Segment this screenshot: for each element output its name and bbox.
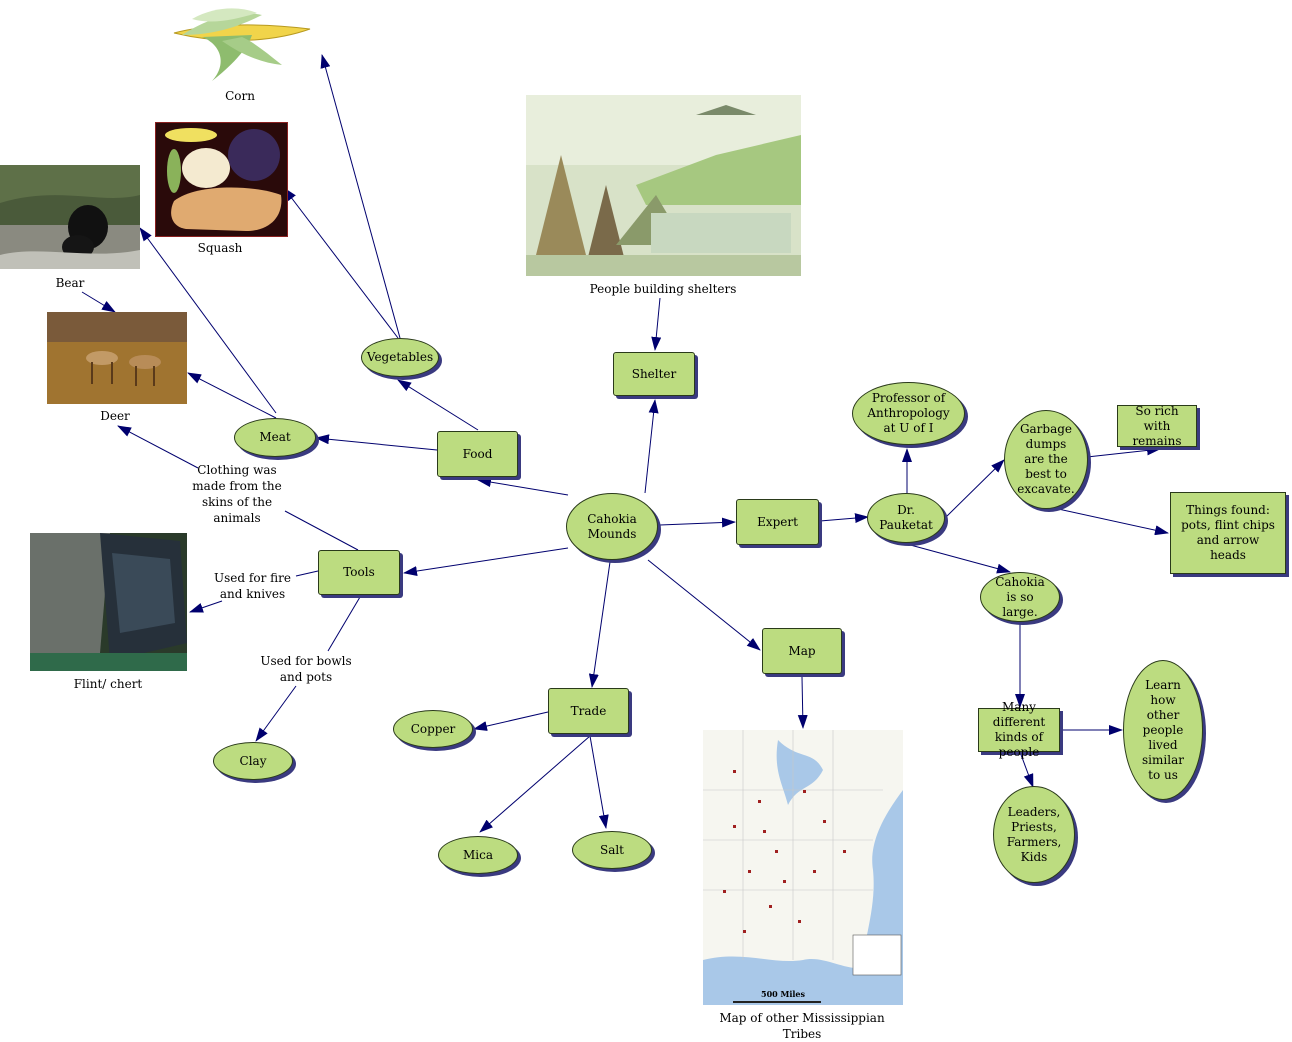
link-vegetables-squash bbox=[283, 187, 399, 339]
link-tools-clothing bbox=[284, 510, 359, 551]
node-leaders[interactable]: Leaders, Priests, Farmers, Kids bbox=[993, 786, 1075, 883]
node-map[interactable]: Map bbox=[762, 628, 842, 674]
node-learn-how[interactable]: Learn how other people lived similar to … bbox=[1123, 660, 1203, 800]
node-clay[interactable]: Clay bbox=[213, 742, 293, 780]
link-cahokia-trade bbox=[588, 561, 611, 688]
link-cahokia-food bbox=[477, 477, 569, 496]
link-map-mapimage bbox=[797, 676, 808, 729]
corn-caption: Corn bbox=[225, 89, 255, 103]
link-pauketat-garbage bbox=[944, 459, 1005, 519]
link-kinds-leaders bbox=[1019, 751, 1034, 788]
node-dr-pauketat[interactable]: Dr. Pauketat bbox=[867, 493, 945, 543]
link-cahokia-map bbox=[647, 559, 761, 651]
node-tools[interactable]: Tools bbox=[318, 550, 400, 595]
link-cahokia-shelter bbox=[644, 399, 659, 494]
node-mica[interactable]: Mica bbox=[438, 836, 518, 874]
squash-caption: Squash bbox=[197, 241, 243, 255]
node-many-kinds[interactable]: Many different kinds of people bbox=[978, 700, 1060, 759]
node-shelter[interactable]: Shelter bbox=[613, 352, 695, 396]
link-meat-deer bbox=[187, 372, 277, 419]
link-meat-bear bbox=[139, 227, 277, 414]
node-vegetables[interactable]: Vegetables bbox=[361, 338, 439, 377]
shelter-caption: People building shelters bbox=[589, 282, 737, 296]
link-tools-bowls bbox=[327, 596, 361, 652]
link-garbage-rich bbox=[1086, 445, 1161, 458]
link-trade-salt bbox=[589, 735, 609, 829]
map-scale-label: 500 Miles bbox=[761, 989, 806, 999]
link-bowls-clay bbox=[255, 685, 297, 742]
squash-image bbox=[155, 122, 288, 237]
link-vegetables-corn bbox=[320, 54, 401, 339]
map-image: 500 Miles bbox=[703, 730, 903, 1005]
deer-image bbox=[47, 312, 187, 404]
corn-image bbox=[172, 5, 312, 83]
deer-caption: Deer bbox=[100, 409, 130, 423]
link-bear-deer bbox=[81, 291, 116, 313]
node-salt[interactable]: Salt bbox=[572, 831, 652, 869]
fire-note: Used for fire and knives bbox=[214, 571, 291, 601]
node-trade[interactable]: Trade bbox=[548, 688, 629, 734]
node-things-found[interactable]: Things found: pots, flint chips and arro… bbox=[1170, 492, 1286, 574]
bowls-note: Used for bowls and pots bbox=[260, 654, 352, 684]
link-cahokia-expert bbox=[659, 517, 736, 528]
link-food-vegetables bbox=[397, 379, 479, 431]
map-caption: Map of other Mississippian Tribes bbox=[719, 1011, 885, 1041]
link-shelters-shelter bbox=[651, 297, 662, 351]
node-professor[interactable]: Professor of Anthropology at U of I bbox=[852, 382, 965, 445]
bear-image bbox=[0, 165, 140, 269]
shelter-image bbox=[526, 95, 801, 276]
link-food-meat bbox=[315, 434, 438, 451]
node-cahokia-large[interactable]: Cahokia is so large. bbox=[980, 572, 1060, 622]
node-cahokia-mounds[interactable]: Cahokia Mounds bbox=[566, 493, 658, 560]
bear-caption: Bear bbox=[55, 276, 85, 290]
link-cahokia-tools bbox=[403, 547, 569, 576]
flint-image bbox=[30, 533, 187, 671]
link-trade-copper bbox=[473, 711, 549, 731]
link-trade-mica bbox=[479, 735, 591, 833]
link-tools-fire bbox=[295, 570, 319, 577]
node-rich-remains[interactable]: So rich with remains bbox=[1117, 404, 1197, 448]
link-clothing-deer bbox=[117, 425, 199, 469]
flint-caption: Flint/ chert bbox=[73, 677, 143, 691]
link-expert-pauketat bbox=[819, 513, 869, 524]
node-meat[interactable]: Meat bbox=[234, 418, 316, 457]
node-expert[interactable]: Expert bbox=[736, 499, 819, 545]
clothing-note: Clothing was made from the skins of the … bbox=[192, 463, 282, 525]
node-food[interactable]: Food bbox=[437, 431, 518, 477]
node-garbage-dumps[interactable]: Garbage dumps are the best to excavate. bbox=[1004, 410, 1088, 509]
link-pauketat-large bbox=[902, 542, 1011, 574]
link-fire-flint bbox=[189, 600, 223, 613]
link-garbage-things bbox=[1039, 504, 1169, 536]
node-copper[interactable]: Copper bbox=[393, 710, 473, 748]
